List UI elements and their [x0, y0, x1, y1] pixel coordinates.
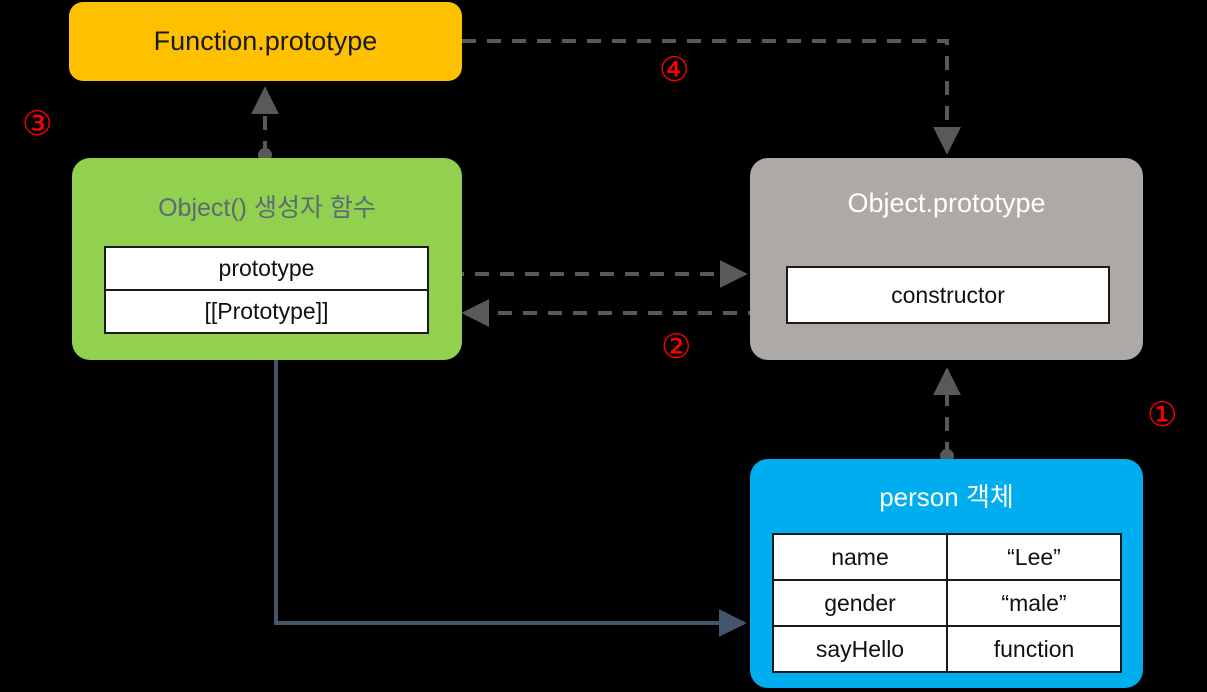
- edge-constructor-slot-to-object-constructor: [461, 299, 794, 327]
- node-person-object-label: person 객체: [879, 482, 1014, 512]
- edge-person-to-object-prototype: [933, 367, 961, 463]
- table-row: constructor: [786, 266, 1110, 324]
- property-key-sayhello: sayHello: [772, 625, 948, 673]
- node-object-constructor[interactable]: Object() 생성자 함수 prototype [[Prototype]]: [72, 158, 462, 360]
- property-value-name: “Lee”: [946, 533, 1122, 581]
- object-constructor-slot-table: prototype [[Prototype]]: [104, 246, 429, 334]
- edge-prototype-slot-to-object-prototype: [418, 260, 748, 288]
- node-function-prototype[interactable]: Function.prototype: [69, 2, 462, 81]
- slot-prototype: prototype: [104, 246, 429, 291]
- table-row: gender “male”: [772, 579, 1122, 627]
- node-object-constructor-label: Object() 생성자 함수: [158, 194, 376, 222]
- edge-function-prototype-to-object-prototype: [462, 39, 961, 155]
- person-property-table: name “Lee” gender “male” sayHello functi…: [772, 533, 1122, 673]
- step-marker-4: ④: [659, 50, 690, 90]
- table-row: sayHello function: [772, 625, 1122, 673]
- node-object-prototype[interactable]: Object.prototype constructor: [750, 158, 1143, 360]
- step-marker-1: ①: [1147, 395, 1178, 435]
- edge-object-constructor-to-function-prototype: [251, 86, 279, 162]
- property-key-gender: gender: [772, 579, 948, 627]
- step-marker-3: ③: [22, 104, 53, 144]
- property-key-name: name: [772, 533, 948, 581]
- edge-object-constructor-to-person: [274, 360, 747, 637]
- property-value-sayhello: function: [946, 625, 1122, 673]
- property-value-gender: “male”: [946, 579, 1122, 627]
- table-row: [[Prototype]]: [104, 289, 429, 334]
- table-row: name “Lee”: [772, 533, 1122, 581]
- object-prototype-slot-table: constructor: [786, 266, 1110, 324]
- node-object-prototype-label: Object.prototype: [847, 188, 1046, 218]
- node-function-prototype-label: Function.prototype: [153, 26, 378, 56]
- step-marker-2: ②: [661, 327, 692, 367]
- node-person-object[interactable]: person 객체 name “Lee” gender “male” sayHe…: [750, 459, 1143, 688]
- table-row: prototype: [104, 246, 429, 291]
- slot-internal-prototype: [[Prototype]]: [104, 289, 429, 334]
- slot-constructor: constructor: [786, 266, 1110, 324]
